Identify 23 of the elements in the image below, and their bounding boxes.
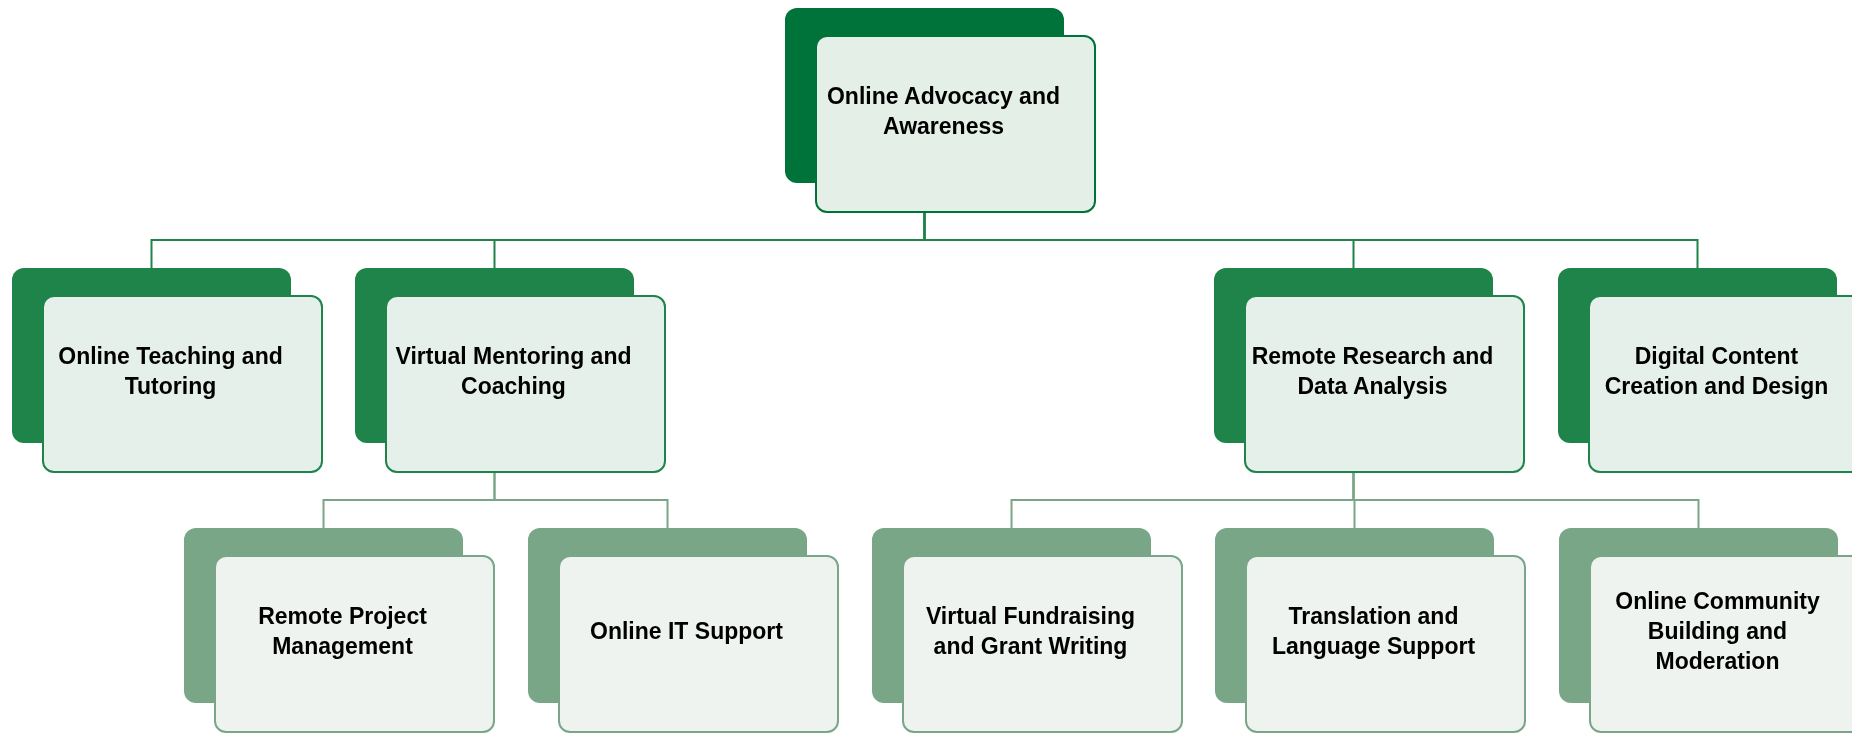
box-title: Online Community Building and Moderation [1614,587,1821,676]
box-title: Online Advocacy and Awareness [825,82,1061,141]
org-box [1245,555,1526,733]
org-box [1244,295,1525,473]
org-box [558,555,839,733]
org-box [42,295,323,473]
connector-line [493,472,669,529]
org-box [1589,555,1852,733]
box-title: Remote Research and Data Analysis [1250,342,1495,401]
org-box [815,35,1096,213]
connector-line [923,212,1699,269]
org-box [214,555,495,733]
org-box [902,555,1183,733]
org-box [1588,295,1852,473]
box-title: Online Teaching and Tutoring [57,342,284,401]
box-title: Translation and Language Support [1270,602,1477,661]
box-title: Virtual Mentoring and Coaching [394,342,633,401]
box-title: Online IT Support [590,617,783,646]
box-title: Digital Content Creation and Design [1603,342,1830,401]
connector-line [1352,472,1700,529]
box-title: Remote Project Management [257,602,428,661]
box-title: Virtual Fundraising and Grant Writing [924,602,1137,661]
org-box [385,295,666,473]
